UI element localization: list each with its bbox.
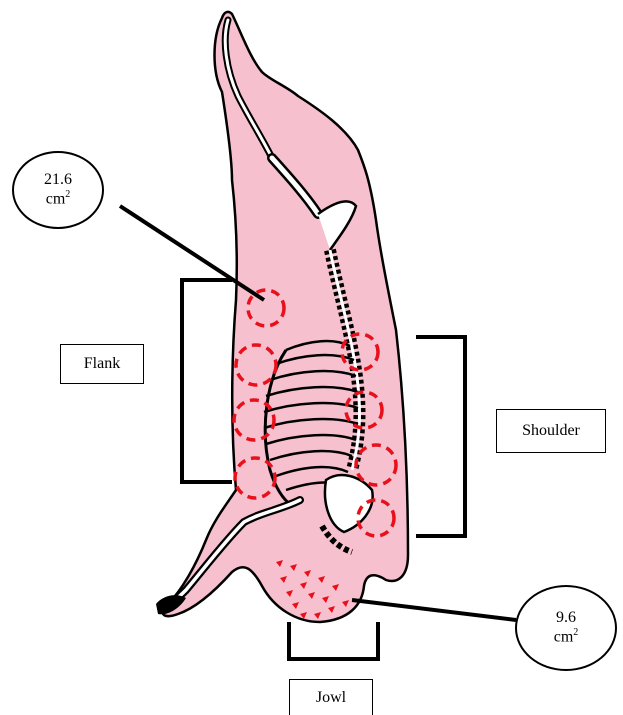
bottom-area-leader-line [352, 600, 516, 620]
top-area-callout: 21.6 cm2 [12, 151, 104, 229]
carcass-body [163, 12, 408, 622]
top-area-value: 21.6 [44, 171, 72, 189]
flank-label: Flank [60, 344, 144, 384]
jowl-bracket [289, 622, 378, 659]
top-area-unit: cm2 [46, 189, 71, 209]
bottom-area-value: 9.6 [556, 609, 576, 627]
bottom-area-callout: 9.6 cm2 [515, 585, 617, 671]
shoulder-label: Shoulder [496, 409, 606, 453]
bottom-area-unit: cm2 [554, 627, 579, 647]
shoulder-bracket [416, 337, 465, 536]
flank-bracket [182, 280, 232, 482]
jowl-label: Jowl [289, 679, 373, 715]
